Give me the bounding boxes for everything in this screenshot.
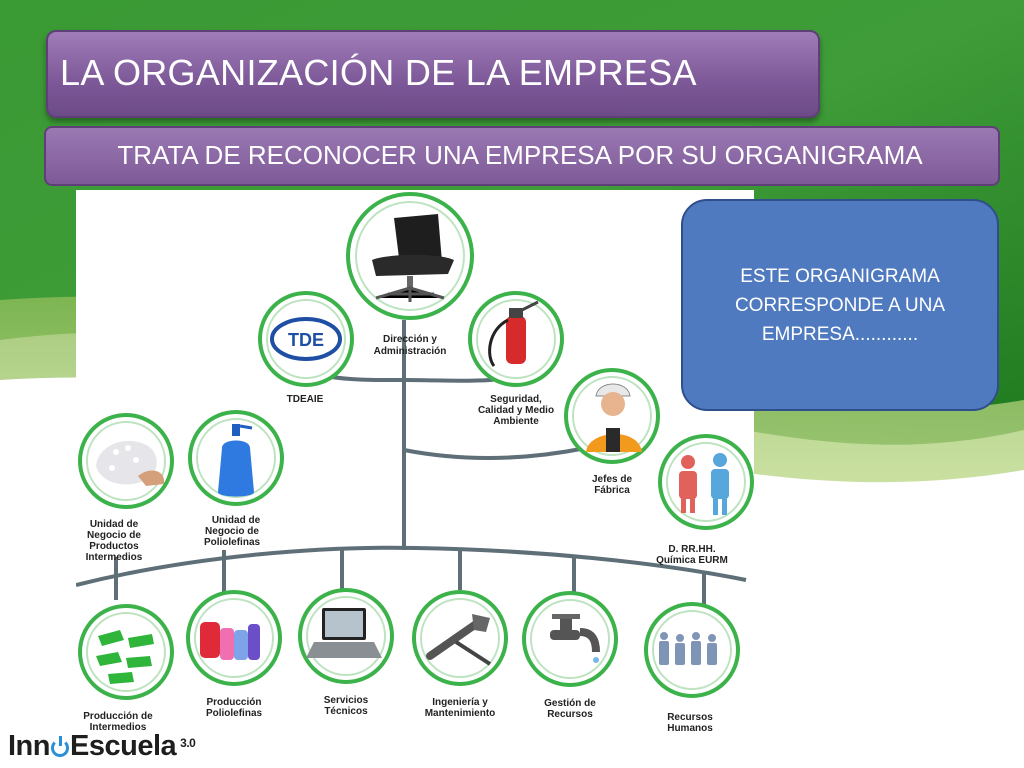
laptop-icon <box>306 608 382 658</box>
node-rrhh: D. RR.HH. Química EURM <box>656 434 754 566</box>
node-recursos-humanos-label1: Recursos <box>667 712 713 723</box>
tde-logo-text: TDE <box>288 330 324 350</box>
org-chart: Dirección y Administración TDE TDEAIE Se… <box>75 190 754 738</box>
connector-lines <box>75 320 747 610</box>
tde-logo-icon: TDE <box>270 317 342 361</box>
answer-note-box <box>681 199 999 411</box>
node-unidad-intermedios-label3: Productos <box>89 541 139 552</box>
node-rrhh-label2: Química EURM <box>656 555 728 566</box>
node-ingenieria: Ingeniería y Mantenimiento <box>412 590 508 719</box>
fire-extinguisher-icon <box>488 300 539 367</box>
logo-part1: Inn <box>8 730 51 762</box>
node-direccion-label2: Administración <box>374 346 447 357</box>
node-gestion-recursos-label1: Gestión de <box>544 698 596 709</box>
node-recursos-humanos: Recursos Humanos <box>644 602 740 734</box>
node-produccion-intermedios-label2: Intermedios <box>90 722 147 733</box>
node-direccion: Dirección y Administración <box>346 192 474 357</box>
granules-icon <box>96 440 165 486</box>
subtitle-banner <box>44 126 1000 186</box>
logo-part2: Escuela <box>70 730 177 762</box>
power-icon <box>51 736 69 757</box>
node-unidad-intermedios-label2: Negocio de <box>87 530 141 541</box>
node-jefes-label2: Fábrica <box>594 485 630 496</box>
node-seguridad-label2: Calidad y Medio <box>478 405 554 416</box>
node-servicios-tecnicos-label2: Técnicos <box>324 706 368 717</box>
node-ingenieria-label2: Mantenimiento <box>425 708 496 719</box>
answer-note-text: ESTE ORGANIGRAMA CORRESPONDE A UNA EMPRE… <box>734 266 946 345</box>
node-seguridad: Seguridad, Calidad y Medio Ambiente <box>468 291 564 427</box>
node-gestion-recursos-label2: Recursos <box>547 709 593 720</box>
node-produccion-poliolefinas: Producción Poliolefinas <box>186 590 282 719</box>
node-unidad-intermedios: Unidad de Negocio de Productos Intermedi… <box>78 413 174 563</box>
node-produccion-intermedios-label1: Producción de <box>83 711 153 722</box>
title-banner <box>46 30 820 118</box>
org-chart-svg: Dirección y Administración TDE TDEAIE Se… <box>75 192 754 734</box>
node-unidad-poliolefinas-label2: Negocio de <box>205 526 259 537</box>
node-rrhh-label1: D. RR.HH. <box>668 544 715 555</box>
node-gestion-recursos: Gestión de Recursos <box>522 591 618 720</box>
node-direccion-label1: Dirección y <box>383 334 437 345</box>
people-icon <box>679 453 729 515</box>
slide-subtitle: TRATA DE RECONOCER UNA EMPRESA POR SU OR… <box>117 140 923 170</box>
slide-title: LA ORGANIZACIÓN DE LA EMPRESA <box>60 52 697 93</box>
node-servicios-tecnicos: Servicios Técnicos <box>298 588 394 717</box>
node-seguridad-label1: Seguridad, <box>490 394 542 405</box>
node-produccion-intermedios: Producción de Intermedios <box>78 604 174 733</box>
plastic-bottles-icon <box>200 622 260 660</box>
node-produccion-poliolefinas-label1: Producción <box>206 697 261 708</box>
node-servicios-tecnicos-label1: Servicios <box>324 695 369 706</box>
node-unidad-intermedios-label4: Intermedios <box>86 552 143 563</box>
wrench-icon <box>426 614 492 666</box>
node-tdeaie: TDE TDEAIE <box>258 291 354 405</box>
node-produccion-poliolefinas-label2: Poliolefinas <box>206 708 263 719</box>
worker-helmet-icon <box>586 383 642 452</box>
node-unidad-intermedios-label1: Unidad de <box>90 519 139 530</box>
node-ingenieria-label1: Ingeniería y <box>432 697 488 708</box>
node-jefes-label1: Jefes de <box>592 474 632 485</box>
node-seguridad-label3: Ambiente <box>493 416 539 427</box>
node-tdeaie-label: TDEAIE <box>287 394 324 405</box>
node-unidad-poliolefinas: Unidad de Negocio de Poliolefinas <box>188 410 284 548</box>
node-jefes: Jefes de Fábrica <box>564 368 660 496</box>
blue-bottle-icon <box>218 424 254 497</box>
node-unidad-poliolefinas-label1: Unidad de <box>212 515 261 526</box>
people-group-icon <box>659 632 717 665</box>
node-unidad-poliolefinas-label3: Poliolefinas <box>204 537 261 548</box>
green-pellets-icon <box>96 630 154 684</box>
faucet-icon <box>550 614 600 663</box>
node-recursos-humanos-label2: Humanos <box>667 723 713 734</box>
office-chair-icon <box>372 214 454 302</box>
logo-version: 3.0 <box>180 736 196 750</box>
